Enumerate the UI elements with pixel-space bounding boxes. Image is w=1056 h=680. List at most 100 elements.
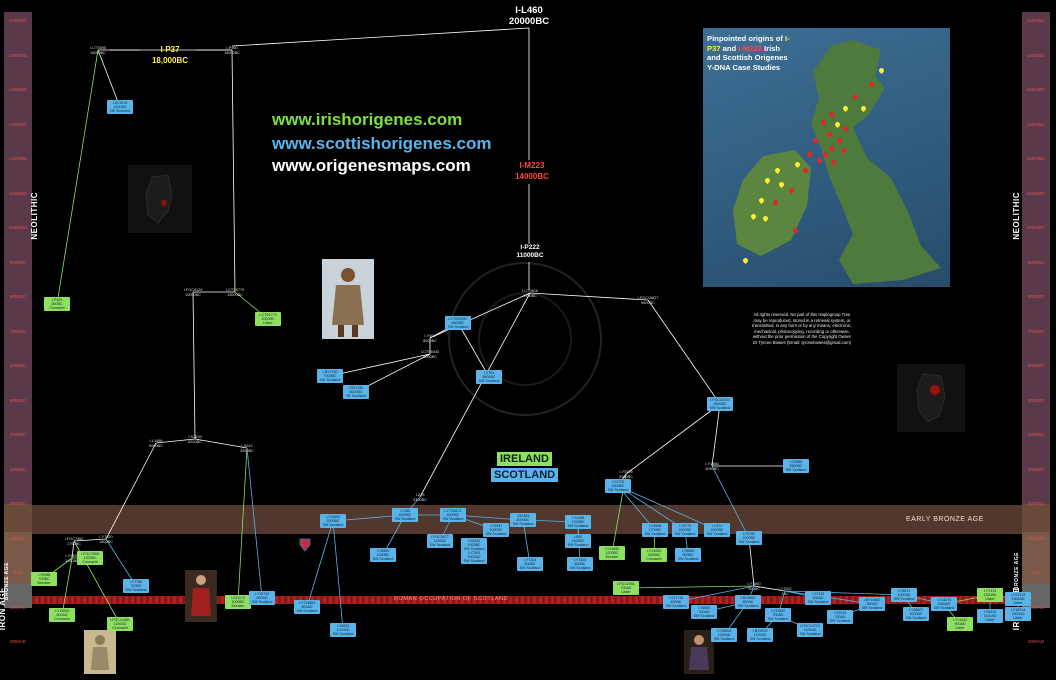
scottish-case-box: I-Y21716 400AD SW Scotland — [663, 595, 689, 609]
bronze-segment — [1022, 532, 1050, 584]
scotland-outline-image — [916, 373, 946, 423]
tree-edge — [56, 49, 99, 305]
scottish-case-box: I-Y3792 900AD SW Scotland — [805, 591, 831, 605]
tree-edge — [306, 520, 334, 608]
timeline-tick: 14000BC — [8, 87, 28, 92]
tree-edge — [61, 557, 73, 616]
tree-edge — [71, 540, 75, 559]
irish-case-box: I-Y6988 700BC Munster — [31, 572, 57, 586]
map-title-part: Irish and Scottish Origenes Y-DNA Case S… — [707, 43, 788, 72]
tree-edge — [625, 585, 755, 589]
timeline-tick: 3000BC — [9, 466, 27, 472]
warrior-figure — [191, 575, 211, 616]
scottish-case-box: I-Y2915 700AD SW Scotland — [827, 610, 853, 624]
root-date: 20000BC — [508, 16, 550, 27]
scottish-case-box: I-BY3790 7000BC SW Scotland — [317, 369, 343, 383]
tree-edge — [625, 403, 721, 475]
p222-date: 11000BC — [516, 252, 544, 259]
timeline-tick: 0AD — [1031, 570, 1041, 575]
haplogroup-node: I-Y7650 900BC — [747, 582, 761, 591]
timeline-tick: 14000BC — [1026, 87, 1046, 92]
timeline-tick: 1000BC — [1027, 535, 1045, 541]
timeline-tick: 2000AD — [9, 639, 27, 644]
tree-edge — [192, 291, 196, 440]
timeline-tick: 7000BC — [9, 328, 27, 334]
timeline-tick: 2000BC — [1027, 501, 1045, 506]
scotland-outline-image — [145, 174, 173, 224]
scottish-case-box: I-BY11642 300AD SW Scotland — [859, 597, 885, 611]
scottish-case-box: I-Y3773 1500BC SW Scotland — [672, 523, 698, 537]
tree-edge — [332, 520, 344, 631]
scottish-case-box: I-Y28719 800AD SW Scotland — [249, 591, 275, 605]
map-title-part: and — [720, 43, 739, 53]
tree-edge — [155, 438, 196, 444]
map-title-part: Pinpointed origins of — [707, 34, 786, 43]
timeline-tick: 9000BC — [1027, 259, 1045, 265]
origins-map: Pinpointed origins of I-P37 and I-M223 I… — [703, 28, 950, 287]
haplogroup-node: I-CTS595 16000BC — [89, 46, 107, 55]
irish-case-box: I-S11173 1000BC Munster — [225, 595, 251, 609]
scottish-case-box: I-S62 1100BC SW Scotland — [565, 534, 591, 548]
timeline-tick: 10000BC — [1026, 225, 1046, 230]
timeline-tick: 15000BC — [1026, 52, 1046, 58]
scottish-case-box: I-Y371 1500BC SW Scotland — [704, 523, 730, 537]
map-title-m223: I-M223 — [738, 43, 762, 53]
scottish-case-box: I-Y165 2500BC SW Scotland — [392, 508, 418, 522]
website-scottish-link[interactable]: www.scottishorigenes.com — [272, 134, 492, 153]
root-name: I-L460 — [515, 5, 543, 16]
scottish-case-box: I-S51780 6000BC SE Scotland — [343, 385, 369, 399]
timeline-tick: 11000BC — [1026, 190, 1046, 196]
tree-edge — [105, 538, 137, 587]
scottish-case-box: I-Y26627 1000AD SW Scotland — [903, 607, 929, 621]
scottish-case-box: I-Y3789 1000BC SW Scotland — [736, 531, 762, 545]
scottish-case-box: I-FGC13712 1100AD SW Scotland — [797, 623, 823, 637]
scottish-case-box: I-Y37800 700AD SW Scotland — [765, 608, 791, 622]
irish-case-box: I-FGC14481 1100AD Connacht — [107, 617, 133, 631]
timeline-tick: 7000BC — [1027, 328, 1045, 334]
scottish-case-box: I-Y7504 800BC SW Scotland — [567, 557, 593, 571]
irish-case-box: I-Y13052 1500BC Connacht — [641, 548, 667, 562]
scottish-case-box: I-CTS10057 8600BC SW Scotland — [445, 316, 471, 330]
website-irish-link[interactable]: www.irishorigenes.com — [272, 110, 463, 129]
scottish-case-box: I-Y16003 1100AD SW Scotland — [711, 628, 737, 642]
irish-case-box: I-Y14682 1200BC Munster — [599, 546, 625, 560]
timeline-tick: 6000BC — [9, 363, 27, 368]
right-timeline: NEOLITHIC BRONZE AGE IRON AGE 16000BC150… — [1012, 12, 1050, 676]
timeline-tick: 1000AD — [1027, 604, 1045, 610]
tree-edge — [194, 438, 248, 449]
scottish-case-box: I-Y793 6800BC SW Scotland — [476, 370, 502, 384]
roman-occupation-band — [32, 596, 1022, 604]
timeline-tick: 6000BC — [1027, 363, 1045, 368]
tree-edge — [617, 485, 686, 531]
haplogroup-node: I-Y5705 3000BC — [619, 470, 633, 479]
scotland-legend: SCOTLAND — [491, 468, 559, 482]
map-title: Pinpointed origins of I-P37 and I-M223 I… — [707, 34, 793, 72]
haplogroup-node: I-CTS6433 8000BC — [420, 350, 440, 359]
scottish-case-box: I-Y4455 1700BC SW Scotland — [565, 515, 591, 529]
tree-edge — [73, 538, 107, 542]
hunter-figure — [332, 268, 364, 337]
scotland-map-thumbnail — [128, 165, 192, 233]
tree-edge — [784, 590, 905, 596]
haplogroup-node: I-FGC9129 10000BC — [183, 288, 203, 297]
timeline-tick: 1000AD — [9, 604, 27, 610]
scottish-case-box: I-Y14376 1100AD SW Scotland — [931, 597, 957, 611]
haplogroup-node: I-Y7020 1800BC — [99, 535, 113, 544]
irish-case-box: I-CTS1773 2000BC Ulster — [255, 312, 281, 326]
website-maps-link[interactable]: www.origenesmaps.com — [272, 156, 471, 175]
timeline-tick: 9000BC — [9, 259, 27, 265]
tree-edge — [647, 299, 721, 405]
m223-name: I-M223 — [519, 161, 545, 170]
great-britain-shape — [811, 40, 941, 284]
tree-edge — [529, 292, 649, 301]
scottish-case-box: I-Y2937 1000BC SW Scotland — [483, 523, 509, 537]
p222-name: I-P222 — [520, 244, 540, 251]
roman-occupation-label: ROMAN OCCUPATION OF SCOTLAND — [394, 596, 509, 602]
scottish-case-box: I-Y16603 2200BC SW Scotland — [320, 514, 346, 528]
scottish-case-box: I-CTS6471 2000BC SW Scotland — [440, 508, 466, 522]
scottish-case-box: I-Y6660 1250BC SW Scotland — [370, 548, 396, 562]
edge-root-p37 — [231, 27, 530, 47]
timeline-tick: 2000BC — [9, 501, 27, 506]
haplogroup-node: I-S2639 6200BC — [188, 435, 202, 444]
early-bronze-segment — [1022, 504, 1050, 532]
